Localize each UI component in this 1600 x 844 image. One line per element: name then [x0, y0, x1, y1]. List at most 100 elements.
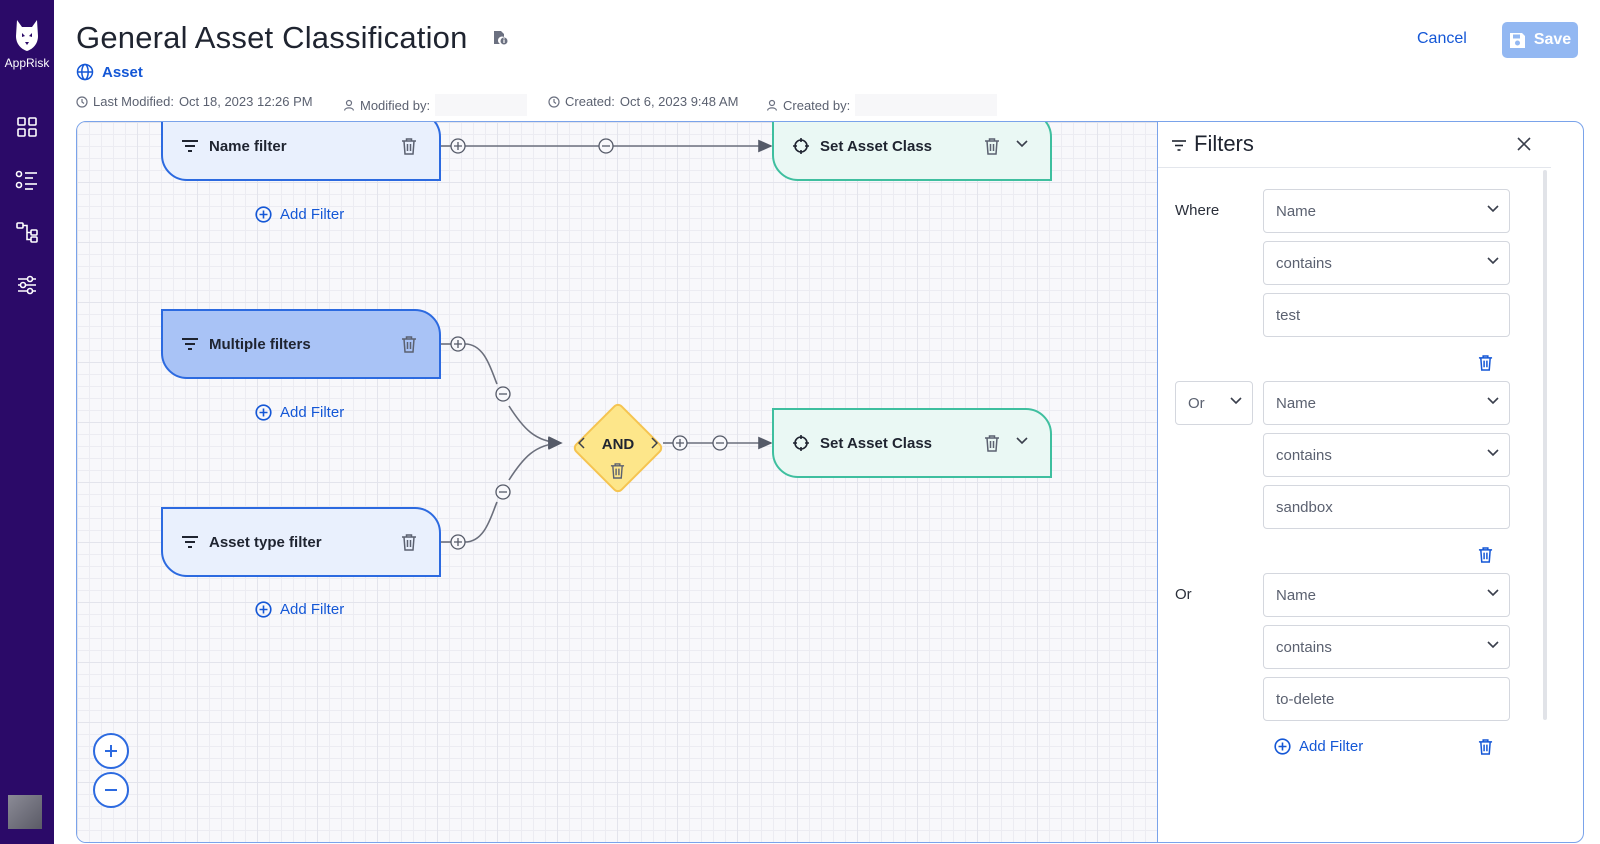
add-filter-button-1[interactable]: Add Filter [255, 206, 344, 223]
app-logo[interactable]: AppRisk [0, 18, 54, 70]
add-filter-label: Add Filter [280, 206, 345, 223]
created-value: Oct 6, 2023 9:48 AM [619, 94, 739, 109]
field-select-3[interactable]: Name [1263, 573, 1510, 617]
node-label: Name filter [209, 137, 287, 155]
chevron-right-icon[interactable] [650, 437, 658, 449]
and-gate-node[interactable]: AND [570, 400, 666, 496]
edge-handles[interactable] [450, 138, 728, 550]
save-button[interactable]: Save [1502, 22, 1578, 58]
nav-dashboard[interactable] [13, 113, 41, 141]
node-label: Multiple filters [209, 335, 311, 353]
add-filter-label: Add Filter [280, 601, 345, 618]
trash-icon[interactable] [401, 335, 417, 353]
operator-select-2[interactable]: contains [1263, 433, 1510, 477]
plus-circle-icon [255, 404, 272, 421]
cancel-button[interactable]: Cancel [1417, 30, 1467, 47]
plus-icon [105, 745, 117, 757]
input-value: test [1276, 306, 1301, 324]
node-set-asset-class-2[interactable]: Set Asset Class [772, 408, 1052, 478]
trash-icon[interactable] [401, 137, 417, 155]
node-label: Asset type filter [209, 533, 322, 551]
trash-icon[interactable] [984, 434, 1000, 452]
clock-icon [76, 95, 88, 108]
save-label: Save [1533, 31, 1572, 48]
field-select-1[interactable]: Name [1263, 189, 1510, 233]
modified-by-label: Modified by: [360, 97, 431, 113]
page-title: General Asset Classification [76, 20, 468, 55]
chevron-down-icon [1487, 257, 1499, 265]
chevron-down-icon [1487, 641, 1499, 649]
list-icon [15, 170, 37, 190]
value-input-1[interactable]: test [1263, 293, 1510, 337]
panel-add-filter-button[interactable]: Add Filter [1274, 738, 1363, 755]
plus-circle-icon [1274, 738, 1291, 755]
zoom-out-button[interactable] [93, 772, 129, 808]
document-info-icon[interactable] [492, 30, 508, 51]
close-icon[interactable] [1516, 136, 1532, 152]
avatar[interactable] [8, 795, 42, 829]
field-select-2[interactable]: Name [1263, 381, 1510, 425]
connector-select-2[interactable]: Or [1175, 381, 1253, 425]
select-value: Or [1188, 394, 1205, 412]
panel-scrollbar[interactable] [1543, 170, 1547, 720]
trash-icon[interactable] [401, 533, 417, 551]
filter-icon [182, 338, 198, 350]
add-filter-button-2[interactable]: Add Filter [255, 404, 344, 421]
node-label: Set Asset Class [820, 434, 933, 452]
filters-panel-title: Filters [1194, 131, 1254, 156]
chevron-down-icon [1487, 397, 1499, 405]
created-label: Created: [565, 94, 615, 109]
chevron-down-icon [1487, 449, 1499, 457]
filters-panel: Filters Where Name contains test Or Name… [1157, 122, 1551, 842]
created-by-redacted [855, 94, 998, 116]
input-value: sandbox [1276, 498, 1333, 516]
node-label: Set Asset Class [820, 137, 933, 155]
asset-type-link[interactable]: Asset [76, 63, 143, 81]
workflow-editor: Name filter Add Filter Multiple filters … [76, 121, 1584, 843]
select-value: contains [1276, 638, 1332, 656]
operator-select-3[interactable]: contains [1263, 625, 1510, 669]
value-input-2[interactable]: sandbox [1263, 485, 1510, 529]
zoom-in-button[interactable] [93, 733, 129, 769]
minus-icon [105, 789, 117, 791]
chevron-down-icon[interactable] [1016, 140, 1028, 148]
trash-icon[interactable] [984, 137, 1000, 155]
chevron-down-icon [1487, 589, 1499, 597]
select-value: Name [1276, 394, 1317, 412]
node-asset-type-filter[interactable]: Asset type filter [161, 507, 441, 577]
filter-icon [182, 536, 198, 548]
chevron-down-icon[interactable] [1016, 437, 1028, 445]
trash-icon[interactable] [610, 462, 625, 479]
trash-icon[interactable] [1478, 354, 1493, 371]
created-by: Created by: [766, 94, 998, 116]
target-crosshair-icon [793, 138, 809, 154]
plus-circle-icon [255, 601, 272, 618]
filters-panel-header: Filters [1158, 122, 1551, 168]
connector-or: Or [1175, 586, 1192, 603]
operator-select-1[interactable]: contains [1263, 241, 1510, 285]
filter-icon [182, 140, 198, 152]
add-filter-label: Add Filter [280, 404, 345, 421]
workflow-icon [16, 222, 38, 243]
trash-icon[interactable] [1478, 546, 1493, 563]
node-set-asset-class-1[interactable]: Set Asset Class [772, 122, 1052, 181]
plus-circle-icon [255, 206, 272, 223]
input-value: to-delete [1276, 690, 1335, 708]
clock-icon [548, 95, 560, 108]
nav-workflows[interactable] [13, 218, 41, 246]
dashboard-icon [17, 117, 37, 137]
trash-icon[interactable] [1478, 738, 1493, 755]
nav-list[interactable] [13, 166, 41, 194]
chevron-left-icon[interactable] [578, 437, 586, 449]
nav-rules[interactable] [13, 271, 41, 299]
user-icon [343, 99, 355, 111]
add-filter-button-3[interactable]: Add Filter [255, 601, 344, 618]
workflow-canvas[interactable]: Name filter Add Filter Multiple filters … [77, 122, 1182, 842]
modified-by: Modified by: [343, 94, 528, 116]
last-modified-label: Last Modified: [93, 94, 174, 109]
left-nav: AppRisk [0, 0, 54, 844]
value-input-3[interactable]: to-delete [1263, 677, 1510, 721]
chevron-down-icon [1230, 397, 1242, 405]
node-multiple-filters[interactable]: Multiple filters [161, 309, 441, 379]
node-name-filter[interactable]: Name filter [161, 122, 441, 181]
